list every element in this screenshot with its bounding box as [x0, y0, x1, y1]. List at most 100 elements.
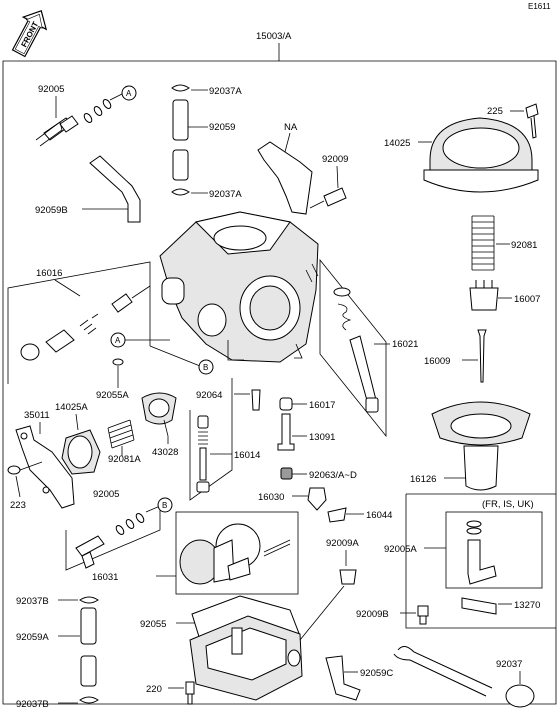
screw-92005-low	[75, 513, 145, 569]
label-92063: 92063/A~D	[309, 470, 357, 481]
carburetor-body	[159, 211, 319, 363]
label-35011: 35011	[24, 410, 50, 421]
jet-92063	[280, 467, 293, 480]
assembly-label: 15003/A	[256, 31, 292, 42]
label-92055A: 92055A	[96, 390, 129, 401]
screw-92009	[309, 187, 347, 209]
label-92081A: 92081A	[108, 454, 141, 465]
hatch-16021	[305, 263, 319, 283]
label-92037B-top: 92037B	[16, 596, 49, 607]
spring-92081A	[107, 419, 135, 449]
cover-14025A	[61, 429, 101, 475]
label-92005A: 92005A	[384, 544, 417, 555]
screw-92009A	[339, 569, 357, 585]
label-16017: 16017	[309, 400, 335, 411]
holder-13091	[277, 413, 295, 451]
label-220: 220	[146, 684, 162, 695]
assembly-frame	[2, 60, 557, 705]
label-16031: 16031	[92, 572, 118, 583]
bracket-35011	[15, 425, 75, 509]
group-16016-box	[7, 261, 151, 384]
label-16009: 16009	[424, 356, 450, 367]
label-16016: 16016	[36, 268, 62, 279]
bracket-NA	[257, 141, 313, 215]
label-92009: 92009	[322, 154, 348, 165]
callout-a-mid	[110, 332, 126, 348]
diaphragm-43028	[141, 392, 177, 437]
screw-220	[185, 681, 195, 705]
clip-92037B-top	[79, 596, 99, 604]
spring-92081	[471, 215, 495, 271]
hose-92059C	[325, 655, 361, 701]
label-92005-low: 92005	[93, 489, 119, 500]
label-16126: 16126	[410, 474, 436, 485]
label-92005-top: 92005	[38, 84, 64, 95]
label-13270: 13270	[514, 600, 540, 611]
label-92059B: 92059B	[35, 205, 68, 216]
region-note: (FR, IS, UK)	[482, 499, 534, 510]
vacuum-piston-16126	[431, 401, 531, 491]
label-16007: 16007	[514, 294, 540, 305]
screw-225	[525, 103, 539, 139]
label-16030: 16030	[258, 492, 284, 503]
figure-code: E1611	[528, 2, 551, 11]
jet-needle-16009	[477, 329, 487, 383]
callout-b-low	[157, 497, 173, 513]
jet-16014	[196, 415, 210, 493]
clip-92037B-low	[79, 696, 99, 704]
label-14025: 14025	[384, 138, 410, 149]
label-43028: 43028	[152, 447, 178, 458]
hose-92059B	[89, 155, 141, 223]
pilot-screw-16016	[20, 285, 151, 361]
hose-92059A-upper	[80, 607, 97, 645]
label-92037A-mid: 92037A	[209, 189, 242, 200]
label-92081: 92081	[511, 240, 537, 251]
oring-92055A	[112, 358, 124, 366]
label-92009A: 92009A	[326, 538, 359, 549]
screw-223	[7, 461, 43, 475]
label-92055: 92055	[140, 619, 166, 630]
label-NA: NA	[284, 122, 298, 133]
needle-holder-16007	[469, 280, 499, 311]
label-92037A-top: 92037A	[209, 86, 242, 97]
clip-92037A-top	[171, 84, 190, 92]
label-13091: 13091	[309, 432, 335, 443]
hose-92059-upper	[172, 99, 189, 141]
label-92059A: 92059A	[16, 632, 49, 643]
needle-16021	[333, 287, 379, 413]
callout-a-top	[121, 85, 137, 101]
valve-92005A	[466, 520, 497, 585]
hose-92059A-lower	[80, 655, 97, 687]
svg-text:B: B	[203, 363, 208, 372]
label-92037B-low: 92037B	[16, 699, 49, 710]
label-16014: 16014	[234, 450, 260, 461]
label-223: 223	[10, 500, 26, 511]
svg-text:B: B	[162, 501, 167, 510]
label-16021: 16021	[392, 339, 418, 350]
svg-text:A: A	[126, 89, 132, 98]
screw-92064	[251, 389, 261, 411]
plate-13270	[461, 597, 497, 615]
float-16031	[179, 523, 291, 585]
clip-16044	[327, 507, 347, 523]
group-92005-low-box	[65, 504, 161, 571]
callout-b-mid	[198, 359, 214, 375]
front-direction-arrow: FRONT	[11, 10, 48, 58]
label-92059C: 92059C	[360, 668, 393, 679]
hose-92059-lower	[172, 149, 189, 181]
top-cover-14025	[423, 117, 539, 193]
label-92037: 92037	[496, 659, 522, 670]
label-92059: 92059	[209, 122, 235, 133]
label-16044: 16044	[366, 510, 392, 521]
label-92009B: 92009B	[356, 609, 389, 620]
float-bowl	[189, 615, 303, 701]
group-16014-box	[189, 378, 233, 501]
screw-92009B	[417, 605, 429, 625]
strap-92037	[393, 646, 535, 708]
region-frame	[405, 493, 556, 629]
group-16031-box	[175, 511, 299, 595]
clip-92037A-mid	[171, 188, 190, 196]
group-16021-box	[319, 258, 387, 438]
svg-text:A: A	[115, 336, 121, 345]
